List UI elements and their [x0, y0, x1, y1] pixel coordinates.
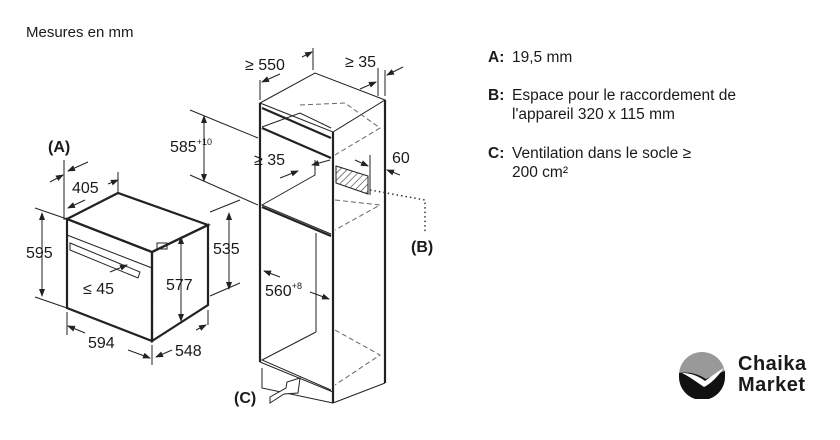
- cabinet-drawing: [258, 72, 387, 404]
- units-caption: Mesures en mm: [26, 24, 134, 41]
- cabinet-dimensions: [189, 48, 426, 404]
- dim-594: 594: [88, 335, 115, 352]
- legend-a: A:19,5 mm: [488, 49, 573, 66]
- dim-535: 535: [213, 241, 240, 258]
- label-c: (C): [234, 390, 256, 407]
- dim-595: 595: [26, 245, 53, 262]
- seagull-icon: [679, 352, 725, 399]
- dim-560: 560+8: [265, 281, 302, 300]
- dim-577: 577: [166, 277, 193, 294]
- label-a: (A): [48, 139, 70, 156]
- legend-c: C:Ventilation dans le socle ≥ 200 cm²: [488, 145, 692, 181]
- dim-585: 585+10: [170, 137, 212, 156]
- dim-548: 548: [175, 343, 202, 360]
- dim-35-mid: ≥ 35: [254, 152, 285, 169]
- legend-b: B:Espace pour le raccordement de l'appar…: [488, 87, 737, 123]
- dim-550: ≥ 550: [245, 57, 285, 74]
- oven-drawing: [64, 191, 211, 344]
- label-b: (B): [411, 239, 433, 256]
- dim-405: 405: [72, 180, 99, 197]
- oven-dimensions: [34, 160, 241, 365]
- dim-60: 60: [392, 150, 410, 167]
- dim-35-top: ≥ 35: [345, 54, 376, 71]
- dim-45: ≤ 45: [83, 281, 114, 298]
